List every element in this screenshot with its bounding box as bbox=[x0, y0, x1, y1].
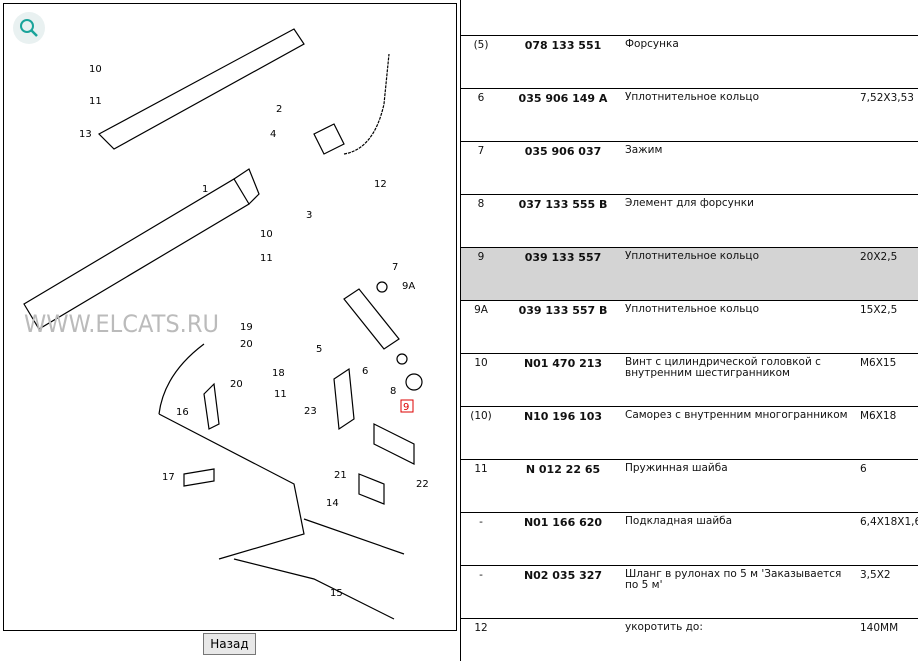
position-cell: (10) bbox=[470, 410, 492, 422]
svg-text:8: 8 bbox=[390, 386, 396, 397]
watermark: WWW.ELCATS.RU bbox=[24, 310, 219, 338]
table-row[interactable]: 9A 039 133 557 B Уплотнительное кольцо 15X2… bbox=[461, 300, 918, 353]
description-cell: Подкладная шайба bbox=[625, 515, 733, 527]
table-row[interactable]: 10 N01 470 213 Винт с цилиндрической голов… bbox=[461, 353, 918, 406]
part-number-cell[interactable]: 035 906 037 bbox=[524, 145, 602, 158]
description-cell: Шланг в рулонах по 5 м 'Заказывается по … bbox=[625, 568, 842, 591]
svg-text:11: 11 bbox=[260, 253, 273, 264]
description-cell: Уплотнительное кольцо bbox=[625, 250, 760, 262]
svg-text:1: 1 bbox=[202, 184, 208, 195]
svg-text:7: 7 bbox=[392, 262, 398, 273]
position-cell: 11 bbox=[474, 463, 488, 475]
svg-text:3: 3 bbox=[306, 210, 312, 221]
svg-text:20: 20 bbox=[240, 339, 253, 350]
parts-table: (5) 078 133 551 Форсунка 6 035 906 149 A Упло… bbox=[460, 0, 918, 661]
svg-text:2: 2 bbox=[276, 104, 282, 115]
description-cell: укоротить до: bbox=[625, 621, 703, 633]
position-cell: 12 bbox=[474, 622, 488, 634]
table-row[interactable]: 11 N 012 22 65 Пружинная шайба 6 bbox=[461, 459, 918, 512]
svg-text:6: 6 bbox=[362, 366, 368, 377]
back-button[interactable]: Назад bbox=[203, 633, 256, 655]
position-cell: - bbox=[479, 516, 483, 528]
description-cell: Пружинная шайба bbox=[625, 462, 728, 474]
svg-text:11: 11 bbox=[274, 389, 287, 400]
table-row[interactable]: 12 укоротить до: 140MM bbox=[461, 618, 918, 671]
svg-text:4: 4 bbox=[270, 129, 276, 140]
part-number-cell[interactable]: 078 133 551 bbox=[524, 39, 602, 52]
table-row[interactable]: - N02 035 327 Шланг в рулонах по 5 м 'Зака… bbox=[461, 565, 918, 618]
svg-text:11: 11 bbox=[89, 96, 102, 107]
description-cell: Саморез с внутренним многогранником bbox=[625, 409, 848, 421]
svg-text:10: 10 bbox=[260, 229, 273, 240]
part-number-cell[interactable]: 039 133 557 B bbox=[518, 304, 608, 317]
svg-text:21: 21 bbox=[334, 470, 347, 481]
position-cell: 9 bbox=[477, 251, 485, 263]
svg-text:13: 13 bbox=[79, 129, 92, 140]
table-row[interactable]: 6 035 906 149 A Уплотнительное кольцо 7,52X… bbox=[461, 88, 918, 141]
svg-text:9A: 9A bbox=[402, 281, 415, 292]
table-row[interactable]: 8 037 133 555 B Элемент для форсунки bbox=[461, 194, 918, 247]
position-cell: 8 bbox=[477, 198, 485, 210]
description-cell: Уплотнительное кольцо bbox=[625, 303, 760, 315]
size-cell: 15X2,5 bbox=[860, 304, 898, 316]
part-number-cell[interactable]: N02 035 327 bbox=[523, 569, 603, 582]
description-cell: Винт с цилиндрической головкой с внутрен… bbox=[625, 356, 821, 379]
svg-text:17: 17 bbox=[162, 472, 175, 483]
size-cell: 20X2,5 bbox=[860, 251, 898, 263]
part-number-cell[interactable]: N01 470 213 bbox=[523, 357, 603, 370]
svg-text:23: 23 bbox=[304, 406, 317, 417]
part-number-cell[interactable]: N01 166 620 bbox=[523, 516, 603, 529]
table-row[interactable]: (5) 078 133 551 Форсунка bbox=[461, 35, 918, 88]
part-number-cell[interactable]: N 012 22 65 bbox=[525, 463, 601, 476]
table-row[interactable]: - N01 166 620 Подкладная шайба 6,4X18X1,6 bbox=[461, 512, 918, 565]
part-number-cell[interactable]: N10 196 103 bbox=[523, 410, 603, 423]
size-cell: 140MM bbox=[860, 622, 899, 634]
position-cell: - bbox=[479, 569, 483, 581]
description-cell: Уплотнительное кольцо bbox=[625, 91, 760, 103]
svg-text:9: 9 bbox=[403, 402, 409, 413]
svg-text:10: 10 bbox=[89, 64, 102, 75]
zoom-button[interactable] bbox=[13, 12, 45, 44]
description-cell: Зажим bbox=[625, 144, 663, 156]
position-cell: 10 bbox=[474, 357, 488, 369]
size-cell: 6 bbox=[860, 463, 867, 475]
position-cell: 6 bbox=[477, 92, 485, 104]
svg-text:16: 16 bbox=[176, 407, 189, 418]
svg-text:22: 22 bbox=[416, 479, 429, 490]
table-row[interactable]: (10) N10 196 103 Саморез с внутренним мног… bbox=[461, 406, 918, 459]
position-cell: 9A bbox=[474, 304, 488, 316]
part-number-cell[interactable]: 039 133 557 bbox=[524, 251, 602, 264]
table-row[interactable]: 9 039 133 557 Уплотнительное кольцо 20X2,5 bbox=[461, 247, 918, 300]
size-cell: 6,4X18X1,6 bbox=[860, 516, 918, 528]
svg-text:15: 15 bbox=[330, 588, 343, 599]
position-cell: 7 bbox=[477, 145, 485, 157]
table-row[interactable]: 7 035 906 037 Зажим bbox=[461, 141, 918, 194]
size-cell: 3,5X2 bbox=[860, 569, 891, 581]
svg-text:20: 20 bbox=[230, 379, 243, 390]
size-cell: M6X18 bbox=[860, 410, 897, 422]
svg-text:5: 5 bbox=[316, 344, 322, 355]
svg-text:18: 18 bbox=[272, 368, 285, 379]
magnifier-icon bbox=[20, 19, 38, 37]
svg-text:12: 12 bbox=[374, 179, 387, 190]
description-cell: Форсунка bbox=[625, 38, 679, 50]
svg-text:19: 19 bbox=[240, 322, 253, 333]
svg-text:14: 14 bbox=[326, 498, 339, 509]
part-number-cell[interactable]: 037 133 555 B bbox=[518, 198, 608, 211]
part-number-cell[interactable]: 035 906 149 A bbox=[518, 92, 608, 105]
size-cell: 7,52X3,53 bbox=[860, 92, 914, 104]
position-cell: (5) bbox=[473, 39, 489, 51]
size-cell: M6X15 bbox=[860, 357, 897, 369]
description-cell: Элемент для форсунки bbox=[625, 197, 754, 209]
